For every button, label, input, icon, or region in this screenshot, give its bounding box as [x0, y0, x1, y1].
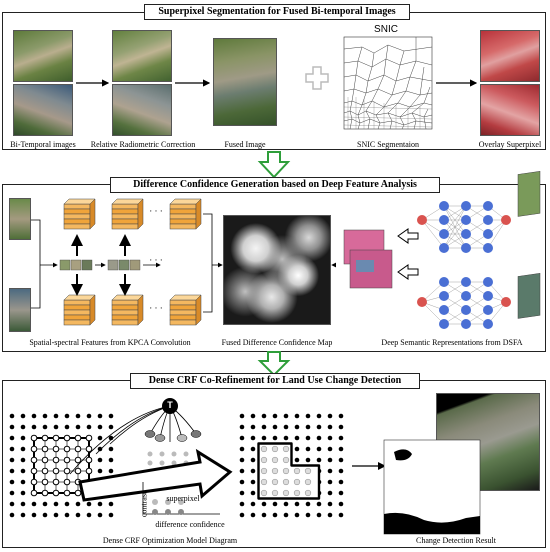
rrc-image-t1 — [112, 30, 172, 82]
kpca-feature-diagram — [31, 198, 223, 326]
input-image-t1 — [9, 198, 31, 240]
label-snic: SNIC Segmentaion — [357, 140, 419, 149]
panel1-title: Superpixel Segmentation for Fused Bi-tem… — [144, 4, 410, 20]
label-cdr: Change Detection Result — [416, 536, 496, 545]
label-fused: Fused Image — [224, 140, 266, 149]
fused-difference-confidence-map — [223, 215, 331, 325]
label-contrast: contrast — [139, 491, 149, 518]
crf-node-label: T — [167, 400, 173, 410]
stack-ellipsis-bottom: · · · — [149, 303, 163, 313]
rrc-image-t2 — [112, 84, 172, 136]
bitemporal-image-t1 — [13, 30, 73, 82]
bitemporal-image-t2 — [13, 84, 73, 136]
dense-crf-diagram — [9, 398, 386, 518]
snic-title: SNIC — [374, 24, 398, 35]
dsfa-network-diagram — [331, 171, 541, 329]
label-dsfa: Deep Semantic Representations from DSFA — [381, 338, 523, 347]
green-down-arrow-2 — [257, 351, 291, 377]
label-overlay: Overlay Superpixel — [478, 140, 542, 149]
overlay-image-t1 — [480, 30, 540, 82]
label-superpixel: superpixel — [166, 494, 200, 503]
snic-superpixel-map — [343, 36, 433, 130]
overlay-image-t2 — [480, 84, 540, 136]
green-down-arrow-1 — [257, 151, 291, 179]
label-kpca: Spatial-spectral Features from KPCA Conv… — [29, 338, 191, 347]
panel3-title: Dense CRF Co-Refinement for Land Use Cha… — [130, 373, 420, 389]
label-rrc: Relative Radiometric Correction — [90, 140, 196, 149]
label-bitemporal: Bi-Temporal images — [10, 140, 76, 149]
stack-ellipsis-top: · · · — [149, 206, 163, 216]
panel1-arrows — [76, 66, 478, 90]
change-detection-map — [383, 439, 481, 535]
label-difference-confidence: difference confidence — [155, 520, 225, 529]
panel2-title: Difference Confidence Generation based o… — [110, 177, 440, 193]
fused-image — [213, 38, 277, 126]
plus-icon — [305, 66, 329, 90]
input-image-t2 — [9, 288, 31, 332]
label-crf: Dense CRF Optimization Model Diagram — [102, 536, 238, 545]
label-fdcm: Fused Difference Confidence Map — [221, 338, 333, 347]
stack-ellipsis-mid: · · · — [149, 255, 163, 265]
